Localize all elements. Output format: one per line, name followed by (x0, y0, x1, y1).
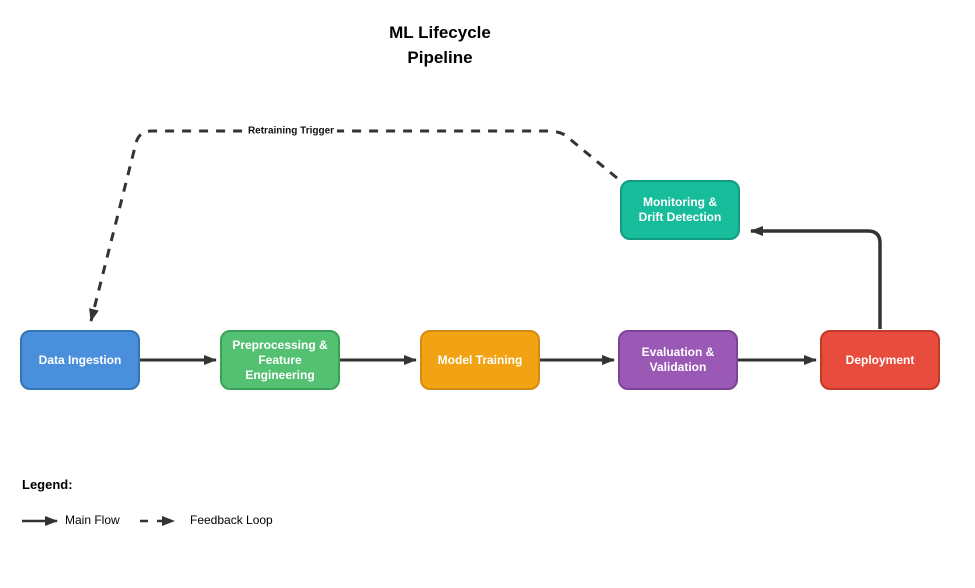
node-model-training[interactable]: Model Training (420, 330, 540, 390)
legend-item-feedback-loop: Feedback Loop (190, 513, 273, 527)
legend-item-main-flow: Main Flow (65, 513, 120, 527)
node-data-ingestion[interactable]: Data Ingestion (20, 330, 140, 390)
edge-deployment-to-monitoring[interactable] (750, 226, 882, 329)
legend-heading: Legend: (22, 477, 73, 492)
edge-monitoring-to-ingestion-dashed[interactable] (89, 129, 618, 322)
node-preprocessing-feature-engineering[interactable]: Preprocessing & Feature Engineering (220, 330, 340, 390)
node-deployment[interactable]: Deployment (820, 330, 940, 390)
diagram-title-line1: ML Lifecycle (389, 23, 491, 42)
retraining-trigger-label[interactable]: Retraining Trigger (244, 125, 338, 137)
node-monitoring-drift-detection[interactable]: Monitoring & Drift Detection (620, 180, 740, 240)
diagram-title-line2: Pipeline (407, 48, 473, 67)
node-evaluation-validation[interactable]: Evaluation & Validation (618, 330, 738, 390)
diagram-title: ML Lifecycle Pipeline (340, 20, 540, 70)
